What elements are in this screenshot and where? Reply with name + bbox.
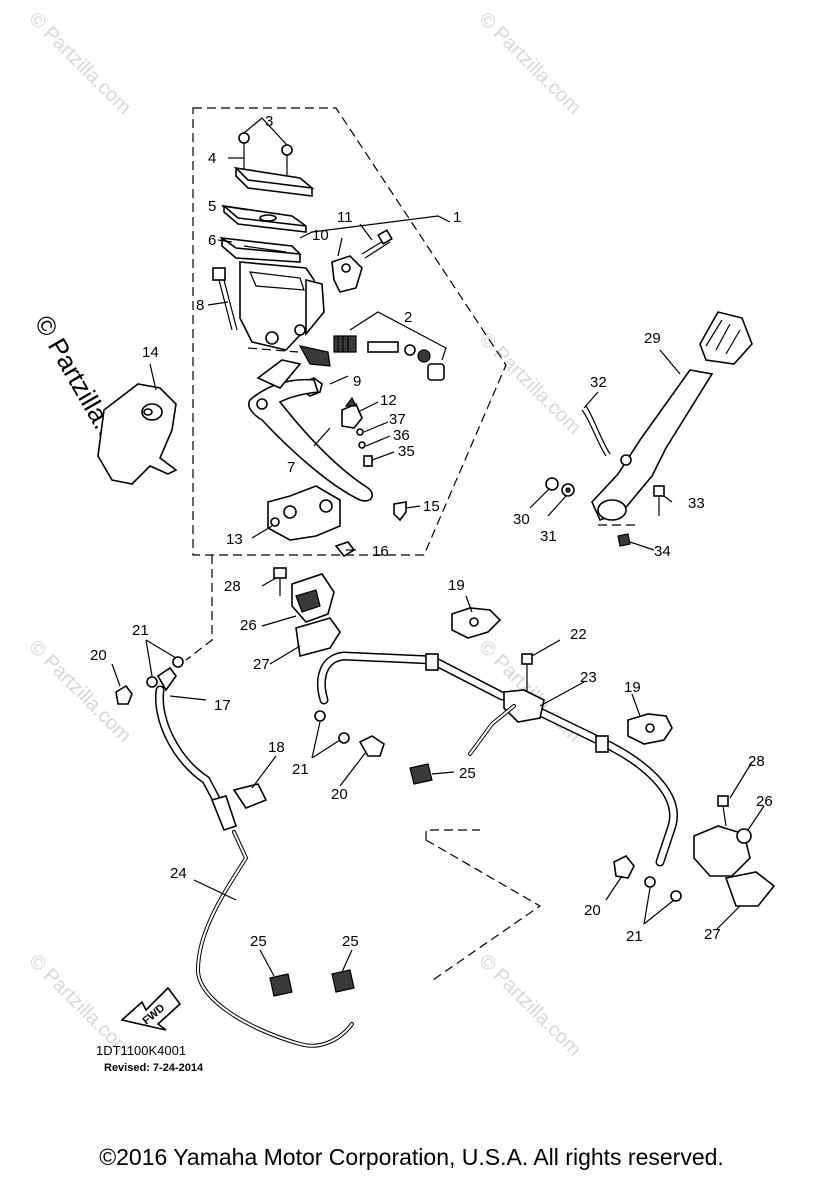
callout-36: 36 (393, 427, 410, 444)
diagram-code: 1DT1100K4001 (96, 1043, 187, 1058)
brake-pipe (155, 685, 354, 1048)
dashed-leader (425, 839, 542, 983)
assembly-boundary (192, 107, 507, 556)
callout-6: 6 (208, 232, 216, 249)
callout-17: 17 (214, 697, 231, 714)
callout-30: 30 (513, 511, 530, 528)
callout-25c: 25 (342, 933, 359, 950)
piston-kit (333, 311, 447, 381)
brake-hose (317, 651, 678, 867)
callout-34: 34 (654, 543, 671, 560)
bolt-8 (207, 267, 238, 331)
copyright-notice: ©2016 Yamaha Motor Corporation, U.S.A. A… (99, 1144, 724, 1170)
callout-14: 14 (142, 344, 159, 361)
diaphragm (219, 236, 303, 263)
watermark: © Partzilla.com (474, 950, 585, 1061)
callout-18: 18 (268, 739, 285, 756)
callout-4: 4 (208, 150, 216, 167)
switch-12 (341, 402, 363, 429)
dashed-leader (185, 555, 213, 661)
callout-21c: 21 (626, 928, 643, 945)
callout-numbers: 1 2 3 4 5 6 7 8 9 10 11 12 13 14 15 16 1… (90, 113, 773, 950)
callout-27b: 27 (704, 926, 721, 943)
watermark: © Partzilla.com (474, 328, 585, 439)
clamp-25 (269, 973, 293, 997)
clip-18 (232, 783, 268, 809)
leader-lines (111, 157, 765, 977)
callout-25a: 25 (459, 765, 476, 782)
callout-3: 3 (265, 113, 273, 130)
brake-pedal (545, 311, 753, 547)
right-caliper-parts (693, 795, 776, 907)
callout-20c: 20 (584, 902, 601, 919)
callout-35: 35 (398, 443, 415, 460)
reservoir-cover (233, 166, 315, 197)
callout-31: 31 (540, 528, 557, 545)
dashed-leader (425, 829, 480, 840)
callout-8: 8 (196, 297, 204, 314)
callout-2: 2 (404, 309, 412, 326)
callout-13: 13 (226, 531, 243, 548)
callout-27a: 27 (253, 656, 270, 673)
callout-5: 5 (208, 198, 216, 215)
brake-lever (247, 378, 373, 502)
watermark: © Partzilla.com (24, 8, 135, 119)
holder-13 (267, 485, 341, 541)
nut-16 (334, 541, 356, 558)
callout-16: 16 (372, 543, 389, 560)
dashed-leader (247, 347, 299, 353)
right-hose-fittings (314, 710, 682, 902)
revised-date: Revised: 7-24-2014 (104, 1062, 204, 1074)
master-cylinder (239, 261, 331, 367)
callout-1: 1 (453, 209, 461, 226)
clamp-25 (331, 969, 355, 993)
left-fittings-upper (115, 656, 184, 705)
diaphragm-plate (221, 204, 307, 233)
callout-33: 33 (688, 495, 705, 512)
callout-23: 23 (580, 669, 597, 686)
watermark: © Partzilla.com (474, 8, 585, 119)
forward-arrow: FWD (120, 986, 182, 1031)
callout-32: 32 (590, 374, 607, 391)
bolt-15 (393, 501, 407, 522)
clamp-25 (409, 763, 433, 785)
callout-19b: 19 (624, 679, 641, 696)
bolt-11 (361, 229, 393, 259)
callout-21a: 21 (132, 622, 149, 639)
callout-29: 29 (644, 330, 661, 347)
callout-10: 10 (312, 227, 329, 244)
callout-25b: 25 (250, 933, 267, 950)
callout-9: 9 (353, 373, 361, 390)
callout-28b: 28 (748, 753, 765, 770)
callout-24: 24 (170, 865, 187, 882)
callout-28a: 28 (224, 578, 241, 595)
callout-15: 15 (423, 498, 440, 515)
callout-12: 12 (380, 392, 397, 409)
callout-26a: 26 (240, 617, 257, 634)
callout-37: 37 (389, 411, 406, 428)
holder-10 (331, 255, 363, 293)
callout-20a: 20 (90, 647, 107, 664)
callout-21b: 21 (292, 761, 309, 778)
callout-7: 7 (287, 459, 295, 476)
callout-19a: 19 (448, 577, 465, 594)
callout-22: 22 (570, 626, 587, 643)
callout-11: 11 (337, 209, 353, 226)
callout-26b: 26 (756, 793, 773, 810)
screw-3 (238, 117, 293, 180)
housing-14 (97, 383, 178, 485)
left-caliper-parts (273, 567, 341, 658)
callout-20b: 20 (331, 786, 348, 803)
